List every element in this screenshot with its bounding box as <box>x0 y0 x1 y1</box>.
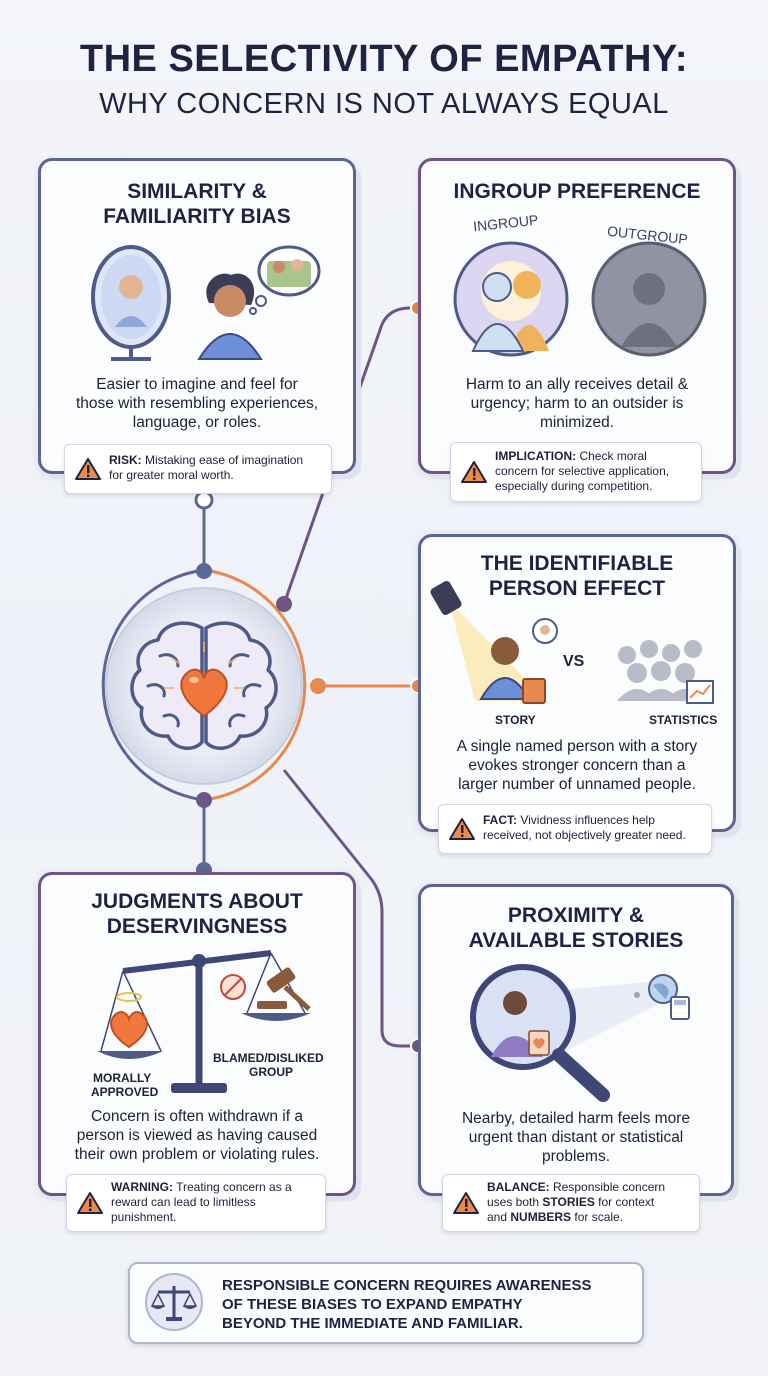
chart-icon <box>686 680 714 704</box>
note-warning-text-2: reward can lead to limitless <box>111 1195 256 1209</box>
label-statistics: STATISTICS <box>649 713 718 727</box>
card-ingroup: INGROUP PREFERENCE INGROUP OUTGROUP Harm… <box>418 158 736 474</box>
warning-icon <box>75 458 101 480</box>
footer-line-1: RESPONSIBLE CONCERN REQUIRES AWARENESS <box>222 1277 592 1294</box>
card-identifiable: THE IDENTIFIABLE PERSON EFFECT VS STORY … <box>418 534 736 832</box>
identifiable-illustration <box>430 580 714 704</box>
card-deservingness-title-2: DESERVINGNESS <box>106 915 288 938</box>
card-similarity-title-1: SIMILARITY & <box>127 180 267 203</box>
warning-icon <box>453 1192 479 1214</box>
brain-heart-icon <box>130 621 278 750</box>
card-similarity-body-3: language, or roles. <box>132 414 262 431</box>
card-similarity: SIMILARITY & FAMILIARITY BIAS Easier to … <box>38 158 356 474</box>
card-similarity-body-1: Easier to imagine and feel for <box>96 376 298 393</box>
warning-icon <box>449 818 475 840</box>
note-balance-label: BALANCE: <box>487 1180 550 1194</box>
footer-line-2: OF THESE BIASES TO EXPAND EMPATHY <box>222 1296 523 1313</box>
note-implication-text-3: especially during competition. <box>495 479 653 493</box>
label-vs: VS <box>563 653 585 670</box>
warning-icon <box>461 461 487 483</box>
note-warning-label: WARNING: <box>111 1180 173 1194</box>
card-proximity-body-3: problems. <box>541 1148 611 1165</box>
note-risk-label: RISK: <box>109 453 142 467</box>
ring-right <box>203 568 307 802</box>
label-morally-approved-1: MORALLY <box>93 1071 152 1085</box>
card-proximity-title-1: PROXIMITY & <box>507 904 645 927</box>
note-warning-text-3: punishment. <box>111 1210 177 1224</box>
warning-icon <box>77 1192 103 1214</box>
note-fact-text-1: Vividness influences help <box>517 813 655 827</box>
card-deservingness-body-2: person is viewed as having caused <box>76 1127 318 1144</box>
gavel-icon <box>257 967 311 1011</box>
label-blamed-2: GROUP <box>249 1065 294 1079</box>
person-icon <box>479 618 558 700</box>
note-balance-numbers: NUMBERS <box>510 1210 572 1224</box>
note-balance-text-2b: for context <box>594 1195 655 1209</box>
card-deservingness-body-1: Concern is often withdrawn if a <box>91 1108 303 1125</box>
card-proximity-body-1: Nearby, detailed harm feels more <box>461 1110 690 1127</box>
person-icon <box>197 273 263 360</box>
globe-icon <box>648 974 678 1004</box>
calculator-icon <box>670 996 690 1020</box>
proximity-illustration <box>470 964 690 1102</box>
note-balance-text-2a: uses both <box>487 1195 543 1209</box>
page-subtitle: WHY CONCERN IS NOT ALWAYS EQUAL <box>99 88 669 120</box>
note-fact-label: FACT: <box>483 813 517 827</box>
card-proximity-body-2: urgent than distant or statistical <box>468 1129 684 1146</box>
book-icon <box>522 678 546 704</box>
magnifier-icon <box>470 964 610 1102</box>
mirror-icon <box>91 245 171 361</box>
card-similarity-body-2: those with resembling experiences, <box>75 395 319 412</box>
card-deservingness: JUDGMENTS ABOUT DESERVINGNESS MORALLY AP… <box>38 872 356 1196</box>
card-identifiable-title-1: THE IDENTIFIABLE <box>480 552 674 575</box>
note-balance: BALANCE: Responsible concern uses both ST… <box>442 1174 700 1232</box>
card-proximity: PROXIMITY & AVAILABLE STORIES Nearby, de… <box>418 884 734 1196</box>
note-implication-label: IMPLICATION: <box>495 449 577 463</box>
page-title: THE SELECTIVITY OF EMPATHY: <box>79 38 689 80</box>
card-identifiable-body-2: evokes stronger concern than a <box>468 757 686 774</box>
note-risk-text-2: for greater moral worth. <box>109 468 234 482</box>
card-proximity-title-2: AVAILABLE STORIES <box>468 929 684 952</box>
footer-line-3: BEYOND THE IMMEDIATE AND FAMILIAR. <box>222 1315 523 1332</box>
note-fact-text-2: received, not objectively greater need. <box>483 828 686 842</box>
card-ingroup-title: INGROUP PREFERENCE <box>453 180 701 203</box>
scale-icon <box>145 1273 203 1331</box>
card-identifiable-body-1: A single named person with a story <box>456 738 698 755</box>
thought-bubble-icon <box>249 245 321 315</box>
note-balance-text-3b: for scale. <box>571 1210 624 1224</box>
ingroup-illustration <box>453 241 707 357</box>
scale-icon <box>97 950 311 1093</box>
label-morally-approved-2: APPROVED <box>91 1085 159 1099</box>
note-implication-text-1: Check moral <box>576 449 647 463</box>
label-story: STORY <box>495 713 536 727</box>
note-implication-text-2: concern for selective application, <box>495 464 670 478</box>
similarity-illustration <box>91 245 321 361</box>
silhouette-icon <box>591 241 707 357</box>
hug-icon <box>453 241 569 357</box>
card-similarity-title-2: FAMILIARITY BIAS <box>103 205 291 228</box>
ring-left <box>101 568 205 802</box>
card-deservingness-body-3: their own problem or violating rules. <box>74 1146 320 1163</box>
note-balance-stories: STORIES <box>542 1195 595 1209</box>
note-balance-text-1: Responsible concern <box>549 1180 666 1194</box>
footer-banner: RESPONSIBLE CONCERN REQUIRES AWARENESS O… <box>128 1262 644 1344</box>
note-warning-text-1: Treating concern as a <box>173 1180 292 1194</box>
label-blamed-1: BLAMED/DISLIKED <box>213 1051 324 1065</box>
card-ingroup-body-3: minimized. <box>539 414 615 431</box>
card-ingroup-body-2: urgency; harm to an outsider is <box>470 395 684 412</box>
card-identifiable-title-2: PERSON EFFECT <box>488 577 666 600</box>
note-risk-text-1: Mistaking ease of imagination <box>141 453 304 467</box>
note-balance-text-3a: and <box>487 1210 511 1224</box>
card-deservingness-title-1: JUDGMENTS ABOUT <box>91 890 303 913</box>
card-identifiable-body-3: larger number of unnamed people. <box>458 776 696 793</box>
card-ingroup-body-1: Harm to an ally receives detail & <box>465 376 689 393</box>
label-ingroup: INGROUP <box>472 211 540 235</box>
